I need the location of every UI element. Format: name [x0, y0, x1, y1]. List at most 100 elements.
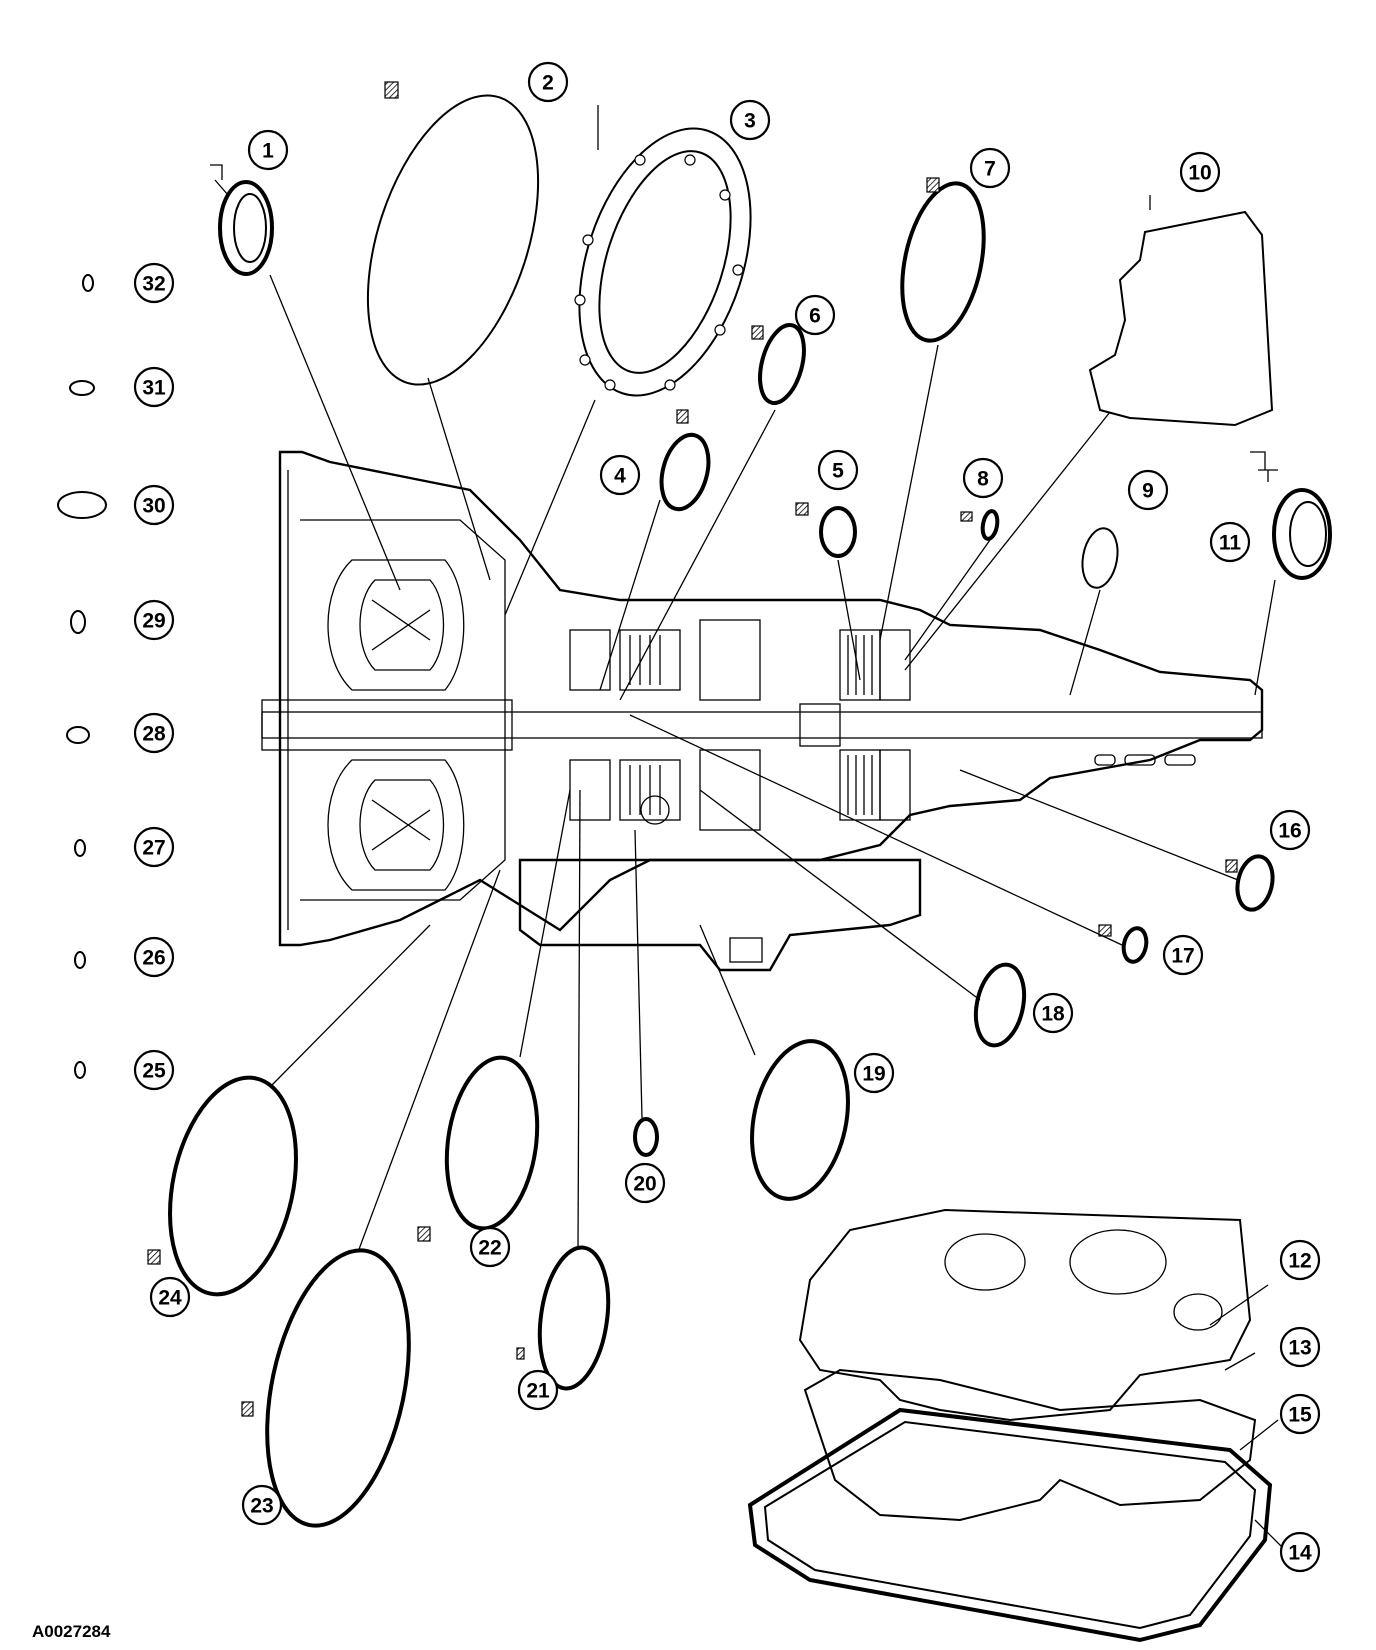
callout-5: 5: [817, 449, 859, 491]
part-14-oil-pan-gasket: [747, 1407, 1273, 1643]
callout-circle: [729, 99, 771, 141]
callout-number: 13: [1288, 1337, 1311, 1360]
part-22-seal-ring: [444, 1055, 540, 1231]
part-1-front-seal: [210, 164, 274, 276]
transmission-case: [261, 450, 1264, 972]
callout-25: 25: [133, 1049, 175, 1091]
part-17-seal-ring: [1121, 926, 1149, 964]
part-26-o-ring: [74, 951, 86, 969]
part-19-seal-ring: [750, 1039, 850, 1201]
part-7-seal-ring: [900, 181, 986, 343]
callout-number: 2: [542, 72, 554, 95]
callout-circle: [133, 712, 175, 754]
callout-number: 30: [142, 495, 165, 518]
callout-number: 23: [250, 1495, 273, 1518]
callout-circle: [817, 449, 859, 491]
callout-circle: [241, 1484, 283, 1526]
callout-number: 18: [1041, 1003, 1065, 1026]
part-25-o-ring: [74, 1061, 86, 1079]
callout-circle: [517, 1369, 559, 1411]
callout-7: 7: [969, 147, 1011, 189]
part-8-seal-ring: [980, 509, 1000, 541]
callout-circle: [1127, 469, 1169, 511]
callout-circle: [133, 366, 175, 408]
callout-number: 15: [1288, 1404, 1312, 1427]
part-29-o-ring: [70, 610, 86, 634]
callout-circle: [1269, 809, 1311, 851]
part-6-seal-ring: [758, 323, 806, 405]
callout-31: 31: [133, 366, 175, 408]
callout-27: 27: [133, 826, 175, 868]
part-9-seal-ring: [1081, 527, 1119, 589]
callout-number: 28: [142, 723, 166, 746]
callout-circle: [853, 1052, 895, 1094]
callout-circle: [527, 61, 569, 103]
callout-number: 9: [1142, 480, 1154, 503]
callout-number: 10: [1188, 162, 1211, 185]
callout-circle: [599, 454, 641, 496]
callout-circle: [624, 1162, 666, 1204]
callout-26: 26: [133, 936, 175, 978]
callout-number: 32: [142, 273, 165, 296]
callout-6: 6: [794, 294, 836, 336]
part-28-o-ring: [66, 726, 90, 744]
part-16-seal-ring: [1235, 854, 1275, 912]
callout-number: 17: [1171, 945, 1194, 968]
callout-20: 20: [624, 1162, 666, 1204]
callout-circle: [1279, 1393, 1321, 1435]
callout-number: 8: [977, 468, 989, 491]
part-32-o-ring: [82, 274, 94, 292]
callout-circle: [133, 484, 175, 526]
callout-number: 1: [262, 140, 274, 163]
callout-number: 25: [142, 1060, 166, 1083]
callout-number: 24: [158, 1287, 182, 1310]
callout-circle: [1279, 1326, 1321, 1368]
callout-4: 4: [599, 454, 641, 496]
callout-number: 12: [1288, 1250, 1311, 1273]
callout-number: 20: [633, 1173, 656, 1196]
callout-2: 2: [527, 61, 569, 103]
callout-10: 10: [1179, 151, 1221, 193]
callout-13: 13: [1279, 1326, 1321, 1368]
callout-30: 30: [133, 484, 175, 526]
callout-12: 12: [1279, 1239, 1321, 1281]
callout-number: 21: [526, 1380, 550, 1403]
callout-21: 21: [517, 1369, 559, 1411]
callout-18: 18: [1032, 992, 1074, 1034]
callout-8: 8: [962, 457, 1004, 499]
part-21-seal-ring: [537, 1245, 611, 1391]
callout-circle: [1209, 521, 1251, 563]
callout-circle: [247, 129, 289, 171]
callout-circle: [133, 599, 175, 641]
callout-15: 15: [1279, 1393, 1321, 1435]
part-23-seal-ring: [265, 1248, 411, 1528]
callout-number: 22: [478, 1237, 501, 1260]
part-10-extension-gasket: [1088, 210, 1274, 427]
part-12-separator-plate: [798, 1208, 1252, 1422]
callout-circle: [133, 936, 175, 978]
callout-number: 11: [1219, 532, 1242, 555]
lubricant-symbols: [147, 81, 1238, 1417]
callout-1: 1: [247, 129, 289, 171]
parts: [57, 94, 1332, 1643]
callout-28: 28: [133, 712, 175, 754]
callout-circle: [1179, 151, 1221, 193]
callout-circle: [794, 294, 836, 336]
callout-number: 29: [142, 610, 165, 633]
part-18-seal-ring: [973, 962, 1027, 1048]
callout-number: 27: [142, 837, 165, 860]
part-3-gasket: [574, 127, 752, 397]
callout-circle: [969, 147, 1011, 189]
part-2-o-ring: [366, 94, 540, 386]
callout-number: 3: [744, 110, 756, 133]
part-11-rear-seal: [1250, 451, 1332, 580]
callout-circle: [962, 457, 1004, 499]
callout-22: 22: [469, 1226, 511, 1268]
callout-circle: [133, 262, 175, 304]
callout-14: 14: [1279, 1531, 1321, 1573]
callout-19: 19: [853, 1052, 895, 1094]
callout-number: 16: [1278, 820, 1301, 843]
callout-24: 24: [149, 1276, 191, 1318]
